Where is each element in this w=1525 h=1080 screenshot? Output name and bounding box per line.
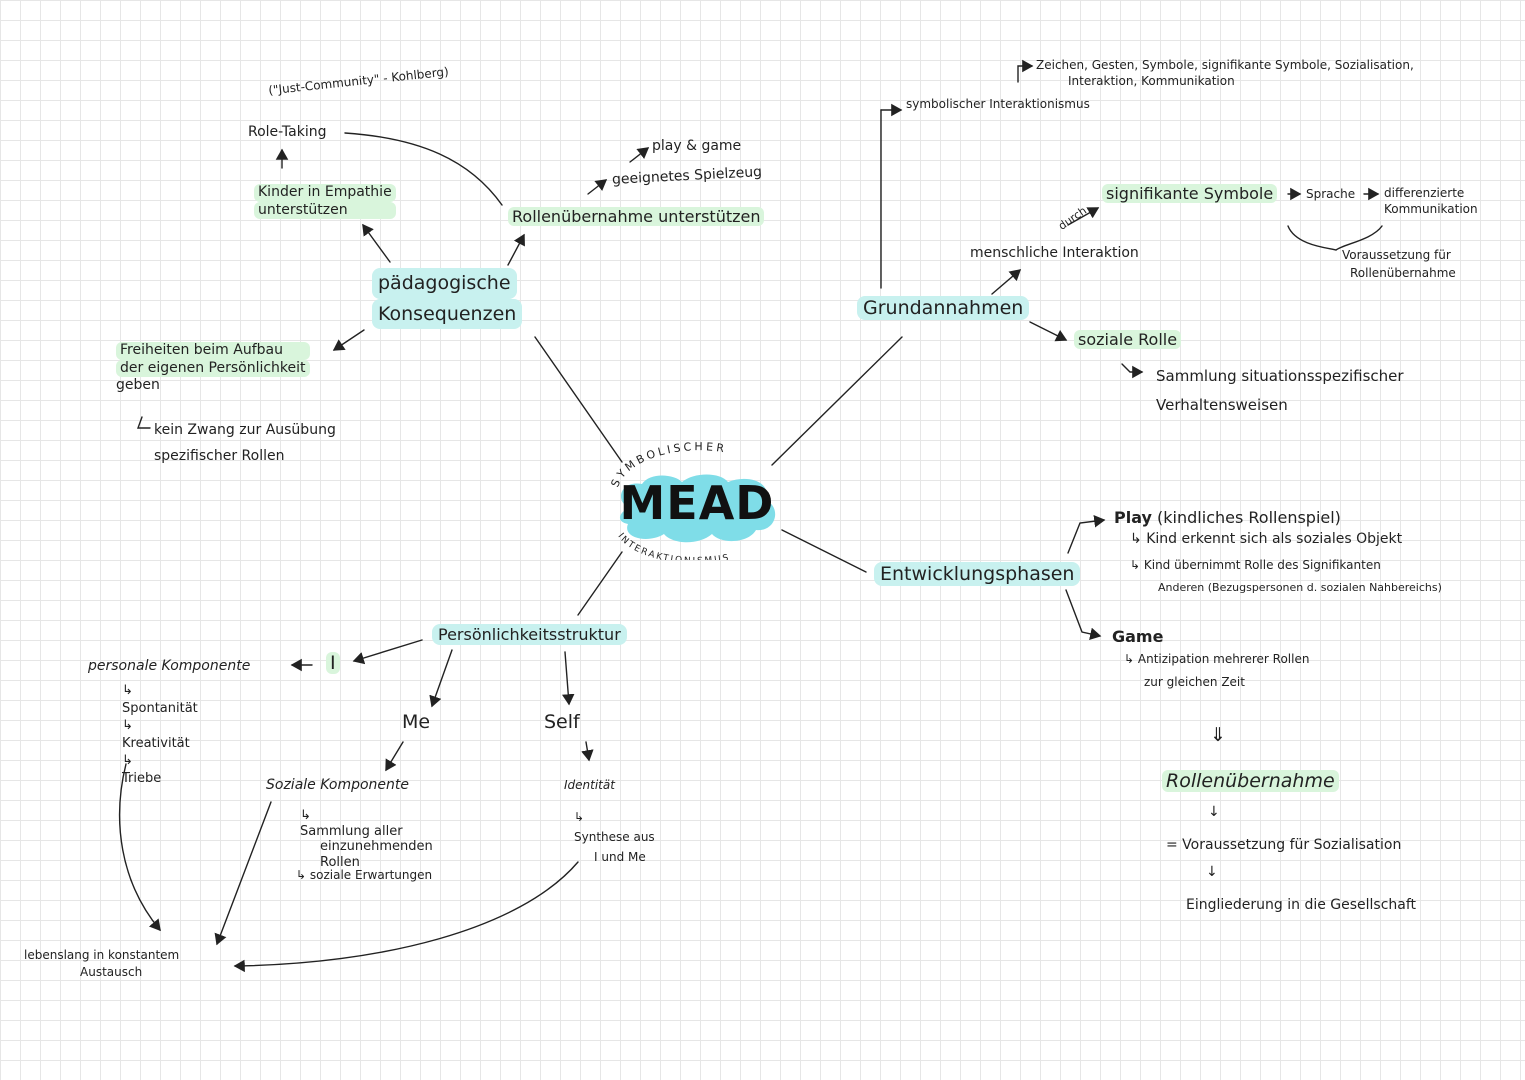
- vor-line-1: Voraussetzung für: [1342, 248, 1451, 262]
- spontanitaet-text: Spontanität: [122, 700, 198, 716]
- game-point-2: zur gleichen Zeit: [1144, 675, 1245, 689]
- kreativitaet: ↳Kreativität: [122, 717, 198, 752]
- freiheit-line-1: Freiheiten beim Aufbau: [116, 342, 310, 360]
- sprache: Sprache: [1306, 187, 1356, 201]
- personale-list: ↳Spontanität ↳Kreativität ↳Triebe: [122, 682, 198, 787]
- play-point-1-text: Kind erkennt sich als soziales Objekt: [1146, 531, 1403, 547]
- samm-line-2: einzunehmenden: [320, 839, 433, 855]
- samm-line-3: Rollen: [320, 854, 360, 870]
- play-desc: (kindliches Rollenspiel): [1157, 508, 1341, 527]
- paed-title-line-1: pädagogische: [372, 268, 517, 299]
- differenzierte-kommunikation: differenzierte Kommunikation: [1384, 186, 1478, 217]
- synth-line-2: I und Me: [594, 849, 646, 864]
- voraussetzung-sozialisation: = Voraussetzung für Sozialisation: [1166, 837, 1402, 853]
- entwicklungsphasen-node: Entwicklungsphasen: [874, 562, 1081, 587]
- entwicklungsphasen-title: Entwicklungsphasen: [874, 562, 1081, 586]
- zeichen-note: Zeichen, Gesten, Symbole, signifikante S…: [1036, 58, 1414, 89]
- persoenlichkeitsstruktur-title: Persönlichkeitsstruktur: [432, 624, 627, 645]
- diff-line-2: Kommunikation: [1384, 201, 1478, 216]
- soziale-erwartungen-text: soziale Erwartungen: [309, 868, 433, 882]
- double-arrow: ⇓: [1210, 724, 1226, 746]
- rollenuebernahme-unterstuetzen: Rollenübernahme unterstützen: [508, 207, 765, 227]
- arc-top-text: SYMBOLISCHER: [609, 440, 725, 489]
- game-label: Game: [1112, 627, 1164, 646]
- empathie-note: Kinder in Empathie unterstützen: [254, 184, 396, 219]
- freiheit-note: Freiheiten beim Aufbau der eigenen Persö…: [116, 342, 310, 395]
- play-label: Play: [1114, 508, 1152, 527]
- symbolischer-interaktionismus: symbolischer Interaktionismus: [906, 97, 1090, 111]
- arc-bottom-text: INTERAKTIONISMUS: [615, 532, 729, 560]
- freiheit-line-2-text: der eigenen Persönlichkeit: [116, 359, 310, 377]
- freiheit-line-1-text: Freiheiten beim Aufbau: [116, 342, 310, 360]
- menschliche-interaktion: menschliche Interaktion: [970, 245, 1139, 261]
- empathie-line-2: unterstützen: [254, 201, 396, 219]
- vor-line-2: Rollenübernahme: [1350, 266, 1456, 280]
- grundannahmen-title: Grundannahmen: [857, 296, 1030, 320]
- zwang-line-2: spezifischer Rollen: [154, 447, 285, 464]
- center-cloud: [619, 474, 776, 543]
- me-label: Me: [402, 711, 431, 733]
- identitaet: Identität: [564, 778, 615, 792]
- soziale-rolle-text: soziale Rolle: [1074, 330, 1182, 349]
- rollenuebernahme-result: Rollenübernahme: [1162, 770, 1339, 794]
- play-game-note: play & game: [652, 138, 742, 154]
- spontanitaet: ↳Spontanität: [122, 683, 198, 716]
- samm-line-1: ↳ Sammlung aller: [300, 808, 433, 839]
- sammlung-line-1: Sammlung situationsspezifischer: [1156, 367, 1404, 385]
- rollenuebernahme-label: Rollenübernahme unterstützen: [508, 207, 765, 226]
- center-arc-labels: SYMBOLISCHER INTERAKTIONISMUS: [609, 440, 731, 560]
- play-point-2-text: Kind übernimmt Rolle des Signifikanten: [1143, 558, 1381, 572]
- freiheit-line-2: der eigenen Persönlichkeit: [116, 359, 310, 377]
- play-heading: Play (kindliches Rollenspiel): [1114, 508, 1341, 528]
- game-point-1-text: Antizipation mehrerer Rollen: [1137, 652, 1310, 666]
- synthese-note: ↳ Synthese aus I und Me: [574, 808, 655, 867]
- personale-komponente: personale Komponente: [88, 658, 251, 674]
- game-point-1: ↳ Antizipation mehrerer Rollen: [1124, 652, 1310, 666]
- synth-line-1-text: Synthese aus: [574, 829, 655, 844]
- eingliederung: Eingliederung in die Gesellschaft: [1186, 897, 1417, 913]
- zwang-line-1: kein Zwang zur Ausübung: [154, 422, 336, 438]
- voraussetzung-rollenuebernahme: Voraussetzung für Rollenübernahme: [1342, 246, 1456, 282]
- signifikante-symbole: signifikante Symbole: [1102, 184, 1278, 204]
- I-label: I: [326, 652, 340, 676]
- self-label: Self: [544, 711, 580, 733]
- soziale-komponente: Soziale Komponente: [266, 777, 410, 793]
- diff-line-1: differenzierte: [1384, 186, 1465, 200]
- freiheit-line-3: geben: [116, 377, 160, 393]
- role-taking: Role-Taking: [248, 124, 327, 140]
- triebe-text: Triebe: [122, 770, 162, 786]
- zwang-note: kein Zwang zur Ausübung spezifischer Rol…: [154, 418, 336, 470]
- zeichen-line-2: Interaktion, Kommunikation: [1068, 73, 1235, 88]
- I-label-text: I: [326, 652, 340, 674]
- paed-konsequenzen-node: pädagogische Konsequenzen: [372, 268, 523, 329]
- grundannahmen-node: Grundannahmen: [857, 296, 1030, 321]
- sammlung-rollen-note: ↳ Sammlung aller einzunehmenden Rollen: [300, 808, 433, 870]
- synth-line-1: ↳ Synthese aus: [574, 808, 655, 848]
- sammlung-note: Sammlung situationsspezifischer Verhalte…: [1156, 362, 1404, 419]
- soziale-rolle: soziale Rolle: [1074, 330, 1182, 350]
- svg-text:INTERAKTIONISMUS: INTERAKTIONISMUS: [615, 532, 731, 560]
- arrow-down-2: ↓: [1206, 864, 1218, 880]
- signifikante-symbole-text: signifikante Symbole: [1102, 184, 1278, 203]
- play-point-2-cont: Anderen (Bezugspersonen d. sozialen Nahb…: [1158, 581, 1442, 594]
- rollenuebernahme-result-text: Rollenübernahme: [1162, 770, 1339, 792]
- kreativitaet-text: Kreativität: [122, 735, 190, 751]
- svg-text:SYMBOLISCHER: SYMBOLISCHER: [609, 440, 728, 489]
- samm-line-1-text: Sammlung aller: [300, 823, 403, 839]
- lebenslang-note: lebenslang in konstantem Austausch: [24, 947, 179, 981]
- empathie-line-1: Kinder in Empathie: [254, 184, 396, 202]
- arrow-down-1: ↓: [1208, 804, 1220, 820]
- sammlung-line-2: Verhaltensweisen: [1156, 395, 1288, 414]
- play-point-2: ↳ Kind übernimmt Rolle des Signifikanten: [1130, 558, 1381, 572]
- play-point-1: ↳ Kind erkennt sich als soziales Objekt: [1130, 531, 1403, 547]
- soziale-erwartungen: ↳ soziale Erwartungen: [296, 868, 433, 882]
- paed-title-line-2: Konsequenzen: [372, 298, 523, 329]
- center-title: MEAD: [619, 476, 775, 530]
- persoenlichkeitsstruktur-node: Persönlichkeitsstruktur: [432, 624, 627, 645]
- zeichen-line-1: Zeichen, Gesten, Symbole, signifikante S…: [1036, 58, 1414, 72]
- lebenslang-line-1: lebenslang in konstantem: [24, 948, 180, 962]
- lebenslang-line-2: Austausch: [80, 964, 143, 979]
- triebe: ↳Triebe: [122, 752, 198, 787]
